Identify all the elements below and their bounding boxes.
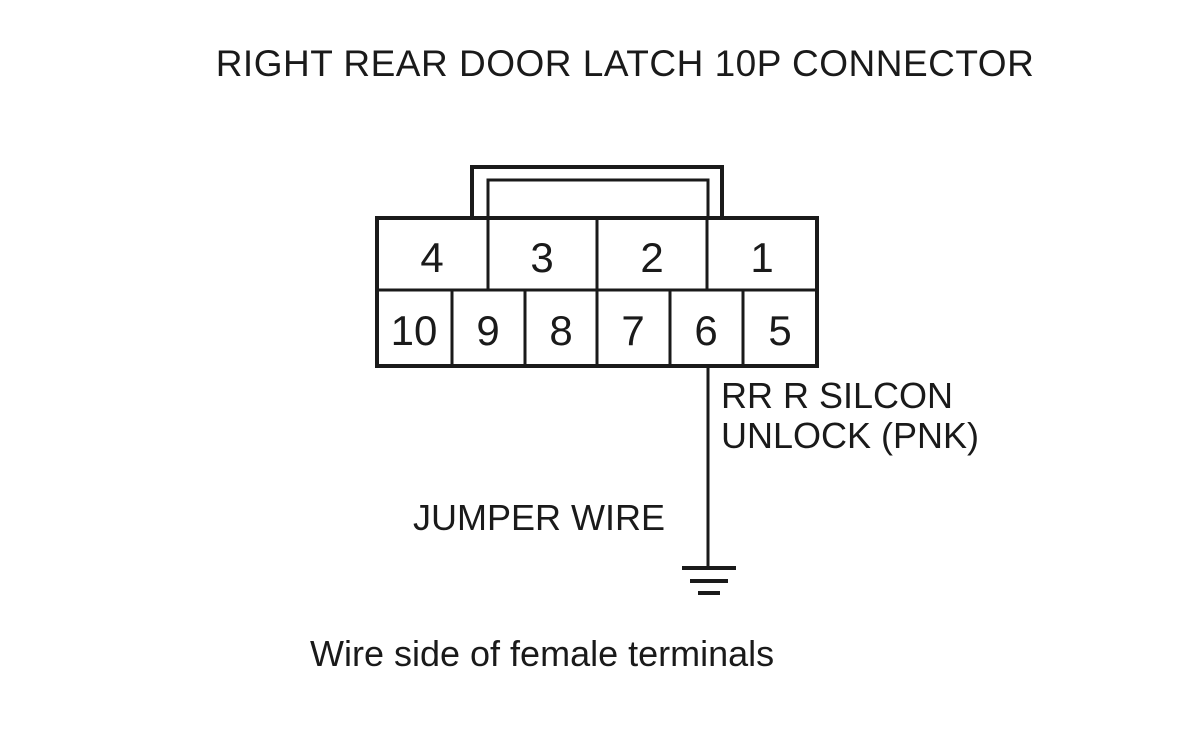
pin-8: 8: [549, 307, 572, 354]
ground-icon: [682, 566, 736, 595]
footer-caption: Wire side of female terminals: [310, 633, 775, 674]
pin-6: 6: [694, 307, 717, 354]
pin-9: 9: [476, 307, 499, 354]
signal-label-line2: UNLOCK (PNK): [721, 415, 980, 456]
connector-body: [375, 165, 819, 368]
diagram-title: RIGHT REAR DOOR LATCH 10P CONNECTOR: [215, 43, 1035, 84]
jumper-wire-label: JUMPER WIRE: [413, 497, 665, 538]
signal-label: RR R SILCON UNLOCK (PNK): [721, 376, 979, 456]
pin-1: 1: [750, 234, 773, 281]
connector-lock-tab-outer: [470, 165, 724, 218]
signal-label-line1: RR R SILCON: [721, 375, 954, 416]
pin-3: 3: [530, 234, 553, 281]
pin-5: 5: [768, 307, 791, 354]
pin-7: 7: [621, 307, 644, 354]
pin-2: 2: [640, 234, 663, 281]
pin-10: 10: [391, 307, 438, 354]
pin-4: 4: [420, 234, 443, 281]
connector-lock-tab-inner: [486, 178, 710, 218]
